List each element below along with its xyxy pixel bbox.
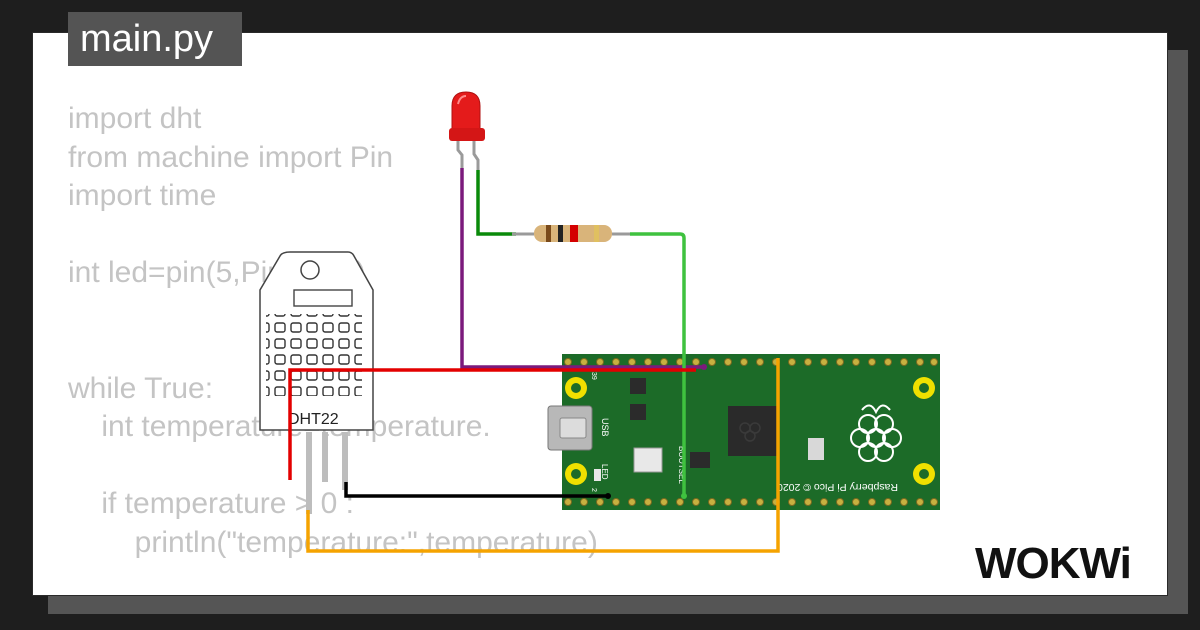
wokwi-logo-text: WOKWi [975,539,1131,588]
wokwi-logo[interactable]: WOKWi [975,539,1132,588]
wire-red [288,368,696,480]
sensor-pin [322,432,328,482]
resistor-band [594,225,599,242]
resistor-band [546,225,551,242]
wire-green-dark [476,170,516,236]
onboard-led [594,469,601,481]
bootsel-button[interactable] [633,447,663,473]
code-listing: import dht from machine import Pin impor… [68,100,768,562]
pin-label-2: 2 [590,488,597,492]
led-highlight [457,95,467,105]
led-label: LED [600,464,609,480]
wire-green-light [630,232,686,496]
sensor-pin [342,432,348,490]
pico-chip [630,404,646,420]
usb-label: USB [600,418,610,437]
pico-chip [630,378,646,394]
pico-bottom-header [564,498,938,506]
resistor[interactable] [534,225,612,242]
pico-component [808,438,824,460]
led-anode-lead [472,140,480,172]
dht22-label: DHT22 [288,411,339,428]
code-line: import dht [68,102,202,135]
dht22-sensor[interactable]: DHT22 [259,251,374,514]
led-rim [449,128,485,141]
usb-port [547,405,593,451]
wire-endpoint [681,493,687,499]
code-line: import time [68,179,217,212]
wire-endpoint [701,364,707,370]
wire-orange [306,358,780,553]
red-led[interactable] [449,91,485,172]
pico-mounting-pads [565,377,935,485]
led-cathode-lead [456,140,464,170]
rp2040-logo-icon [739,422,761,442]
sensor-slot [293,289,353,307]
resistor-band [570,225,578,242]
sensor-pin [306,432,312,514]
pico-top-header [564,358,938,366]
code-line: println("temperature:",temperature) [68,525,598,559]
pico-chip [690,452,710,468]
resistor-band [558,225,563,242]
rp2040-chip [728,406,778,456]
sensor-grille [266,314,362,396]
board-label: Raspberry Pi Pico © 2020 [777,481,898,493]
sensor-mount-hole [300,260,320,280]
wire-black [344,482,608,498]
wire-endpoint [605,493,611,499]
wire-purple [460,168,704,369]
raspberry-pi-logo-icon [850,404,902,462]
file-tab-main-py[interactable]: main.py [68,12,242,66]
code-line: while True: [68,371,214,405]
code-line: from machine import Pin [68,140,394,174]
bootsel-label: BOOTSEL [677,446,686,484]
raspberry-pi-pico[interactable]: USB LED BOOTSEL Raspberry Pi Pico © 2020… [547,354,940,510]
pin-label-39: 39 [590,372,597,380]
code-line: if temperature > 0 : [68,487,354,520]
